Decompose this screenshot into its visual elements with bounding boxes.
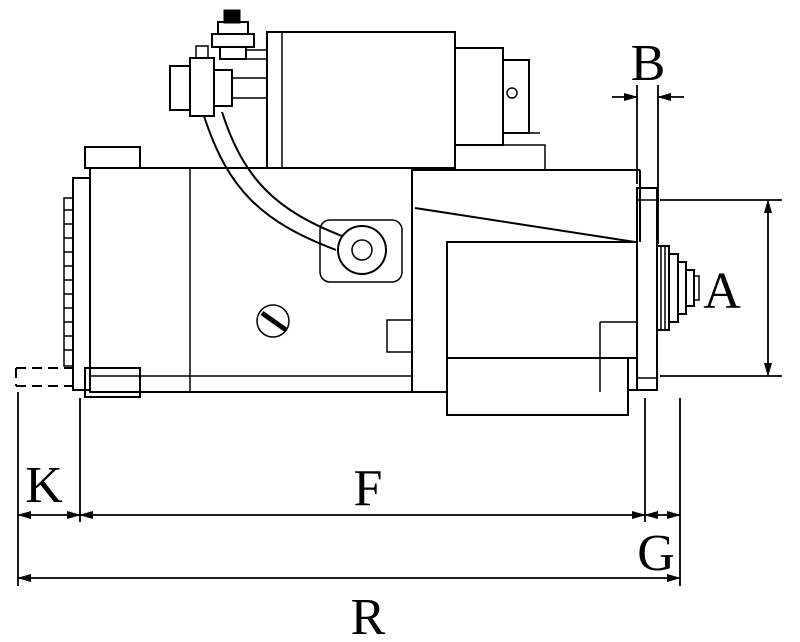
dimension-label-f: F (354, 460, 383, 517)
dimension-label-g: G (637, 525, 675, 582)
drive-housing (412, 169, 641, 416)
cable (203, 111, 403, 283)
dimension-k: K (17, 457, 81, 519)
bottom-extension-lines (17, 392, 681, 586)
shaft-splines (656, 245, 700, 331)
dimension-label-a: A (703, 263, 741, 320)
dimension-label-b: B (631, 35, 666, 92)
dimension-a: A (660, 199, 782, 377)
dimension-label-r: R (351, 589, 386, 642)
solenoid (266, 31, 546, 170)
solenoid-terminals (169, 9, 267, 117)
dimension-label-k: K (25, 457, 63, 514)
dimension-r: R (17, 574, 681, 642)
motor-body (84, 146, 447, 398)
dimension-f: F (79, 460, 646, 519)
dimension-b: B (612, 35, 684, 244)
screw-detail (256, 304, 290, 338)
hidden-shaft-dashed (15, 367, 73, 387)
dimension-g: G (637, 511, 681, 582)
motor-drawing (15, 9, 700, 416)
end-shield (63, 177, 91, 391)
